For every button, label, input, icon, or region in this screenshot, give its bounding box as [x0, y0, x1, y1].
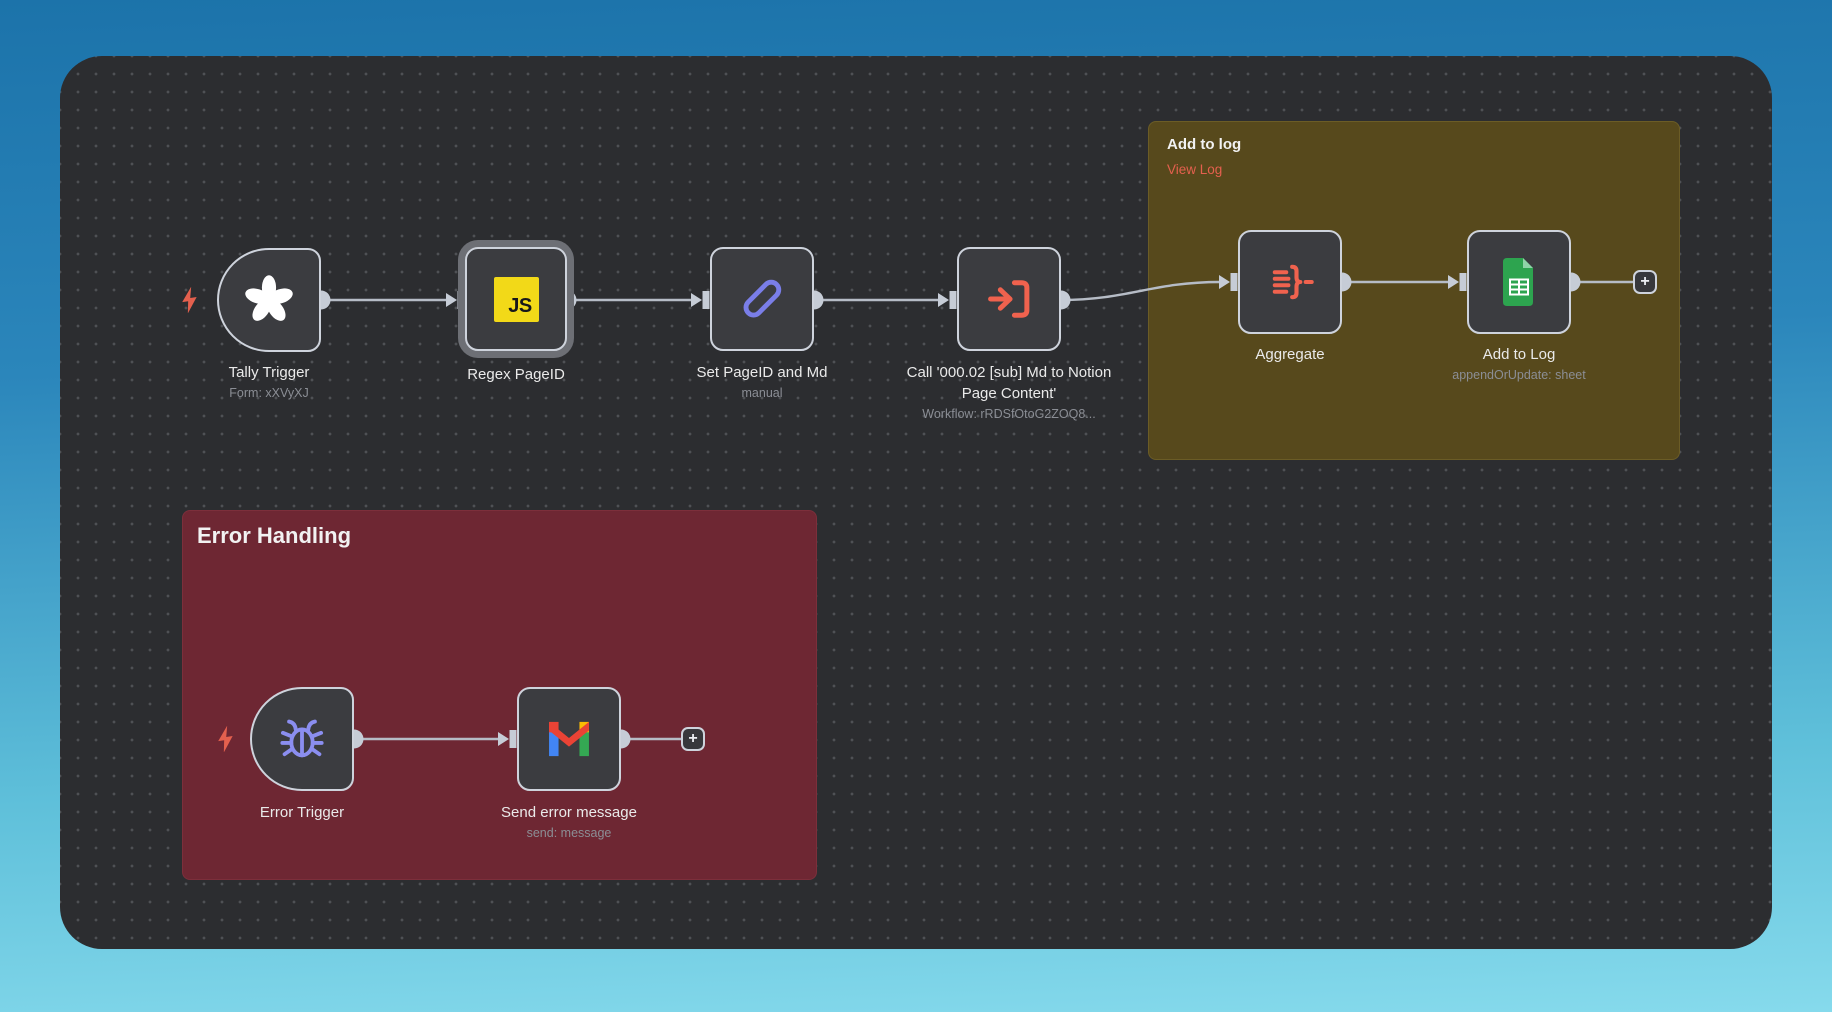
connections-layer — [311, 272, 1633, 749]
input-arrow-set — [691, 293, 702, 307]
node-call-subworkflow[interactable] — [957, 247, 1061, 351]
caption-set-pageid: Set PageID and Md manual — [696, 364, 828, 400]
workflow-canvas[interactable]: Add to log View Log Error Handling — [60, 56, 1772, 949]
plus-icon: + — [1640, 273, 1650, 290]
tally-asterisk-icon — [245, 275, 293, 321]
plus-icon: + — [688, 730, 698, 747]
node-set-pageid[interactable] — [710, 247, 814, 351]
node-aggregate[interactable] — [1238, 230, 1342, 334]
bug-icon — [280, 719, 324, 758]
subworkflow-arrow-icon — [988, 280, 1030, 318]
google-sheets-icon — [1503, 258, 1533, 306]
input-bar-call — [949, 291, 957, 309]
add-node-plus-button-error[interactable]: + — [681, 727, 705, 751]
error-trigger-lightning-icon — [218, 726, 233, 752]
node-error-trigger[interactable] — [250, 687, 354, 791]
aggregate-icon — [1272, 264, 1314, 300]
pencil-icon — [743, 279, 782, 318]
input-bar-set — [702, 291, 710, 309]
group-error-handling[interactable]: Error Handling — [182, 510, 817, 880]
node-add-to-log[interactable] — [1467, 230, 1571, 334]
node-tally-trigger[interactable] — [217, 248, 321, 352]
input-arrow-aggregate — [1219, 275, 1230, 289]
input-arrow-gmail — [498, 732, 509, 746]
node-send-error-message[interactable] — [517, 687, 621, 791]
input-arrow-sheets — [1448, 275, 1459, 289]
input-bar-gmail — [509, 730, 517, 748]
input-bar-regex — [457, 291, 465, 309]
input-arrow-call — [938, 293, 949, 307]
caption-aggregate: Aggregate — [1255, 346, 1325, 363]
trigger-lightning-icon — [182, 287, 197, 313]
caption-regex-pageid: Regex PageID — [467, 366, 565, 383]
input-arrow-regex — [446, 293, 457, 307]
add-node-plus-button[interactable]: + — [1633, 270, 1657, 294]
caption-send-error-message: Send error message send: message — [501, 804, 637, 840]
caption-tally-trigger: Tally Trigger Form: xXVyXJ — [228, 364, 310, 400]
caption-error-trigger: Error Trigger — [259, 804, 345, 821]
input-bar-aggregate — [1230, 273, 1238, 291]
caption-call-subworkflow: Call '000.02 [sub] Md to Notion Page Con… — [906, 364, 1112, 421]
gmail-icon — [549, 721, 589, 757]
node-regex-pageid[interactable]: JS — [465, 247, 567, 351]
group-error-handling-title: Error Handling — [197, 523, 352, 548]
caption-add-to-log: Add to Log appendOrUpdate: sheet — [1452, 346, 1586, 382]
input-bar-sheets — [1459, 273, 1467, 291]
group-add-to-log-title: Add to log — [1167, 136, 1242, 153]
wire-call-to-aggregate[interactable] — [1060, 280, 1221, 302]
view-log-link[interactable]: View Log — [1167, 162, 1223, 177]
javascript-icon: JS — [493, 276, 539, 322]
